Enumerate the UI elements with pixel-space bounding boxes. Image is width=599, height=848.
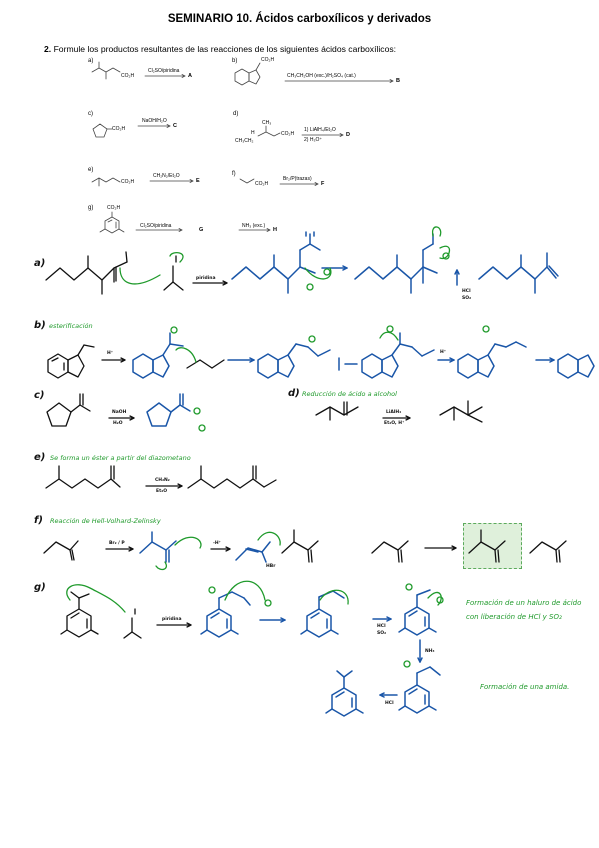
solution-d-reagent-1: LiAlH₄ xyxy=(386,410,402,415)
problem-f-product: F xyxy=(321,181,325,187)
solution-g-reagent-2: NH₃ xyxy=(425,649,435,654)
solution-e-reagent-2: Et₂O xyxy=(156,489,168,494)
solution-b-reagent-2: H⁺ xyxy=(440,350,447,355)
problem-number: 2. xyxy=(44,44,52,54)
solution-g-byproduct-2: SO₂ xyxy=(377,631,387,636)
solution-g-note-1: Formación de un haluro de ácido con libe… xyxy=(466,599,582,621)
problem-d-product: D xyxy=(346,132,350,138)
solution-b-note: esterificación xyxy=(49,322,93,330)
problem-g-reagent-2: NH₃ (exc.) xyxy=(242,223,266,229)
problem-statement: 2. Formule los productos resultantes de … xyxy=(44,44,396,54)
solution-d-label: d) xyxy=(288,388,300,399)
solution-b-label: b) xyxy=(34,320,46,331)
problem-e-group: CO₂H xyxy=(121,179,135,185)
solution-a-byproduct-1: HCl xyxy=(462,289,471,294)
problem-b-group: CO₂H xyxy=(261,57,275,63)
problem-d-group: CO₂H xyxy=(281,131,295,137)
solution-e-label: e) xyxy=(34,452,46,463)
solution-e-note: Se forma un éster a partir del diazometa… xyxy=(50,454,191,462)
solution-a-byproduct-2: SO₂ xyxy=(462,296,472,301)
problem-f-label: f) xyxy=(232,171,236,177)
problem-e-label: e) xyxy=(88,167,94,173)
problem-text: Formule los productos resultantes de las… xyxy=(53,44,397,54)
solution-c-reagent-2: H₂O xyxy=(113,421,123,426)
problem-a-reagent: Cl₂SO/piridina xyxy=(148,68,180,74)
problem-c-group: CO₂H xyxy=(112,126,126,132)
problem-f-group: CO₂H xyxy=(255,181,269,187)
problem-a-label: a) xyxy=(88,58,94,64)
solution-f-reagent: Br₂ / P xyxy=(109,541,125,546)
problem-g-product-2: H xyxy=(273,227,277,233)
problem-g-label: g) xyxy=(88,205,94,211)
solution-f-label: f) xyxy=(34,515,43,526)
solution-f-step: -H⁺ xyxy=(213,541,222,546)
solution-c-reagent-1: NaOH xyxy=(112,410,127,415)
problem-d-ethyl: CH₃CH₂ xyxy=(235,138,254,144)
problem-d-label: d) xyxy=(233,111,239,117)
problem-b-label: b) xyxy=(232,58,238,64)
solution-f-note: Reacción de Hell-Volhard-Zelinsky xyxy=(50,517,161,525)
problem-d-methyl: CH₃ xyxy=(262,120,272,126)
problem-f-reagent: Br₂/P(trazas) xyxy=(283,176,312,182)
problem-a-product: A xyxy=(188,73,192,79)
problem-a-group: CO₂H xyxy=(121,73,135,79)
page-title: SEMINARIO 10. Ácidos carboxílicos y deri… xyxy=(167,13,432,25)
solution-g-byproduct-1: HCl xyxy=(377,624,386,629)
solution-b-reagent: H⁺ xyxy=(107,351,114,356)
solution-d-reagent-2: Et₂O, H⁺ xyxy=(384,421,405,426)
solution-g-reagent: piridina xyxy=(162,617,182,622)
problem-c-reagent: NaOH/H₂O xyxy=(142,118,167,124)
problem-e-reagent: CH₂N₂/Et₂O xyxy=(153,173,180,179)
problem-d-reagent-1: 1) LiAlH₄/Et₂O xyxy=(304,127,336,133)
problem-g-group: CO₂H xyxy=(107,205,121,211)
solution-d-note: Reducción de ácido a alcohol xyxy=(302,390,397,398)
problem-e-product: E xyxy=(196,178,200,184)
solution-a-label: a) xyxy=(34,258,46,269)
problem-d-h: H xyxy=(251,130,255,136)
solution-g-label: g) xyxy=(34,582,46,593)
problem-g-reagent: Cl₂SO/piridina xyxy=(140,223,172,229)
problem-d-reagent-2: 2) H₃O⁺ xyxy=(304,137,323,143)
problem-c-label: c) xyxy=(88,111,93,117)
solution-a-reagent: piridina xyxy=(196,276,216,281)
problem-c-product: C xyxy=(173,123,177,129)
solution-c-label: c) xyxy=(34,390,45,401)
problem-b-product: B xyxy=(396,78,400,84)
problem-g-product: G xyxy=(199,227,204,233)
solution-g-byproduct-3: HCl xyxy=(385,701,394,706)
solution-f-byproduct: HBr xyxy=(266,564,276,569)
highlighted-product-box xyxy=(463,523,522,569)
problem-b-reagent: CH₃CH₂OH (exc.)/H₂SO₄ (cat.) xyxy=(287,73,356,79)
solution-g-note-2: Formación de una amida. xyxy=(480,683,570,691)
solution-e-reagent-1: CH₂N₂ xyxy=(155,478,170,483)
